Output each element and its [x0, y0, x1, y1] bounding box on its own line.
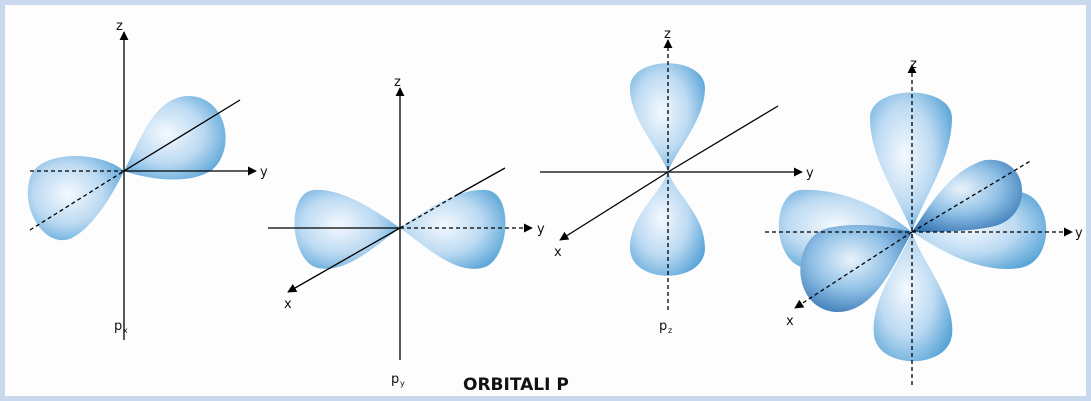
pz-orbital-panel: z y x p z	[540, 27, 814, 335]
combined-axis-x-back	[911, 159, 1033, 233]
combined-y-label: y	[1075, 226, 1083, 241]
py-axis-x	[287, 227, 401, 293]
combined-z-label: z	[910, 57, 917, 72]
py-orbital-label: p	[391, 372, 399, 387]
diagram-title: ORBITALI P	[463, 375, 569, 395]
combined-x-label: x	[786, 314, 794, 329]
py-lobe-right	[400, 189, 506, 269]
py-axis-x-back	[454, 167, 506, 197]
px-orbital-subscript: x	[123, 326, 128, 335]
py-orbital-panel: z y x p y	[268, 75, 545, 388]
py-lobe-left	[294, 189, 400, 269]
px-z-label: z	[116, 19, 123, 34]
combined-p-orbitals-panel: z y x	[765, 57, 1083, 385]
pz-y-label: y	[806, 166, 814, 181]
py-x-label: x	[284, 297, 292, 312]
pz-orbital-subscript: z	[668, 326, 672, 335]
pz-axis-x-back	[667, 105, 779, 173]
pz-axis-x	[559, 171, 669, 241]
px-lobe-front	[124, 95, 226, 180]
px-y-label: y	[260, 165, 268, 180]
px-orbital-label: p	[114, 319, 122, 334]
py-z-label: z	[394, 75, 401, 90]
combined-lobe-x-back	[912, 159, 1023, 232]
pz-orbital-label: p	[659, 319, 667, 334]
py-y-label: y	[537, 222, 545, 237]
px-axis-x	[29, 170, 125, 231]
py-axis-x-back-dashed	[399, 195, 456, 229]
combined-lobe-z-bottom	[873, 232, 953, 362]
px-axis-x-back	[123, 99, 241, 172]
pz-x-label: x	[554, 245, 562, 260]
px-orbital-panel: z y p x	[27, 19, 268, 340]
px-lobe-back	[27, 156, 124, 241]
combined-axis-x	[794, 231, 913, 309]
pz-z-label: z	[664, 27, 671, 42]
combined-lobe-z-top	[870, 92, 952, 232]
py-orbital-subscript: y	[400, 379, 405, 388]
